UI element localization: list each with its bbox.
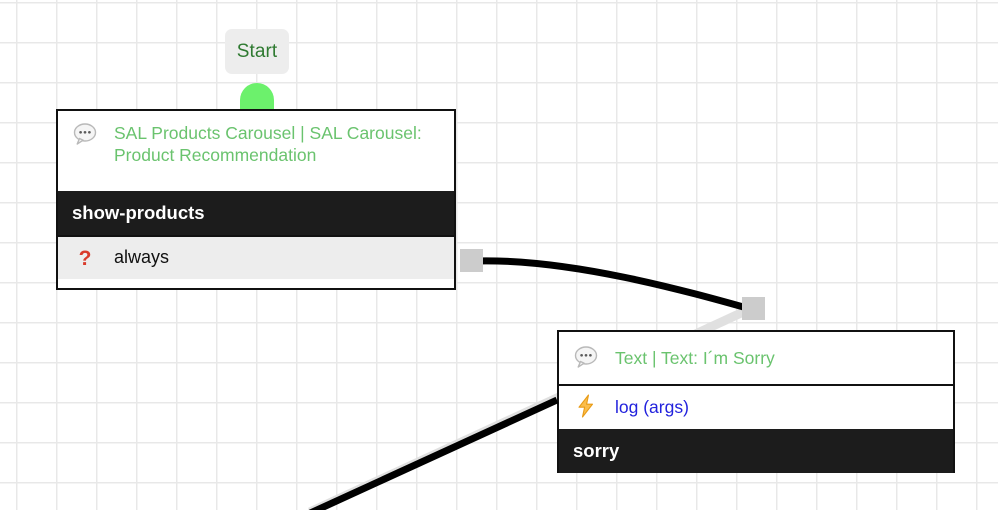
node-show-products[interactable]: SAL Products Carousel | SAL Carousel: Pr… (56, 109, 456, 290)
node-sorry-name-bar: sorry (559, 429, 953, 473)
question-mark-icon: ? (78, 246, 92, 270)
start-node[interactable]: Start (225, 29, 289, 74)
edge-offscreen-to-sorry (308, 396, 559, 510)
node-sorry-header-text: Text | Text: I´m Sorry (615, 347, 775, 368)
node-show-products-condition-text: always (114, 247, 170, 268)
node-sorry-action-row[interactable]: log (args) (559, 384, 953, 429)
node-show-products-header: SAL Products Carousel | SAL Carousel: Pr… (58, 111, 454, 191)
node-sorry-name: sorry (573, 440, 620, 461)
target-handle-sorry[interactable] (742, 297, 765, 320)
node-show-products-name-bar: show-products (58, 191, 454, 235)
speech-bubble-icon (573, 346, 599, 372)
node-sorry[interactable]: Text | Text: I´m Sorry log (args) sorry (557, 330, 955, 473)
source-handle-show-products[interactable] (460, 249, 483, 272)
node-show-products-header-text: SAL Products Carousel | SAL Carousel: Pr… (114, 123, 422, 166)
node-show-products-name: show-products (72, 202, 205, 223)
speech-bubble-icon (72, 123, 98, 149)
node-sorry-action-text: log (args) (615, 397, 689, 418)
lightning-bolt-icon (573, 394, 599, 422)
node-sorry-header: Text | Text: I´m Sorry (559, 332, 953, 384)
edge-show-products-to-sorry (473, 257, 755, 314)
node-show-products-condition-row[interactable]: ? always (58, 235, 454, 279)
start-node-label: Start (236, 40, 278, 62)
